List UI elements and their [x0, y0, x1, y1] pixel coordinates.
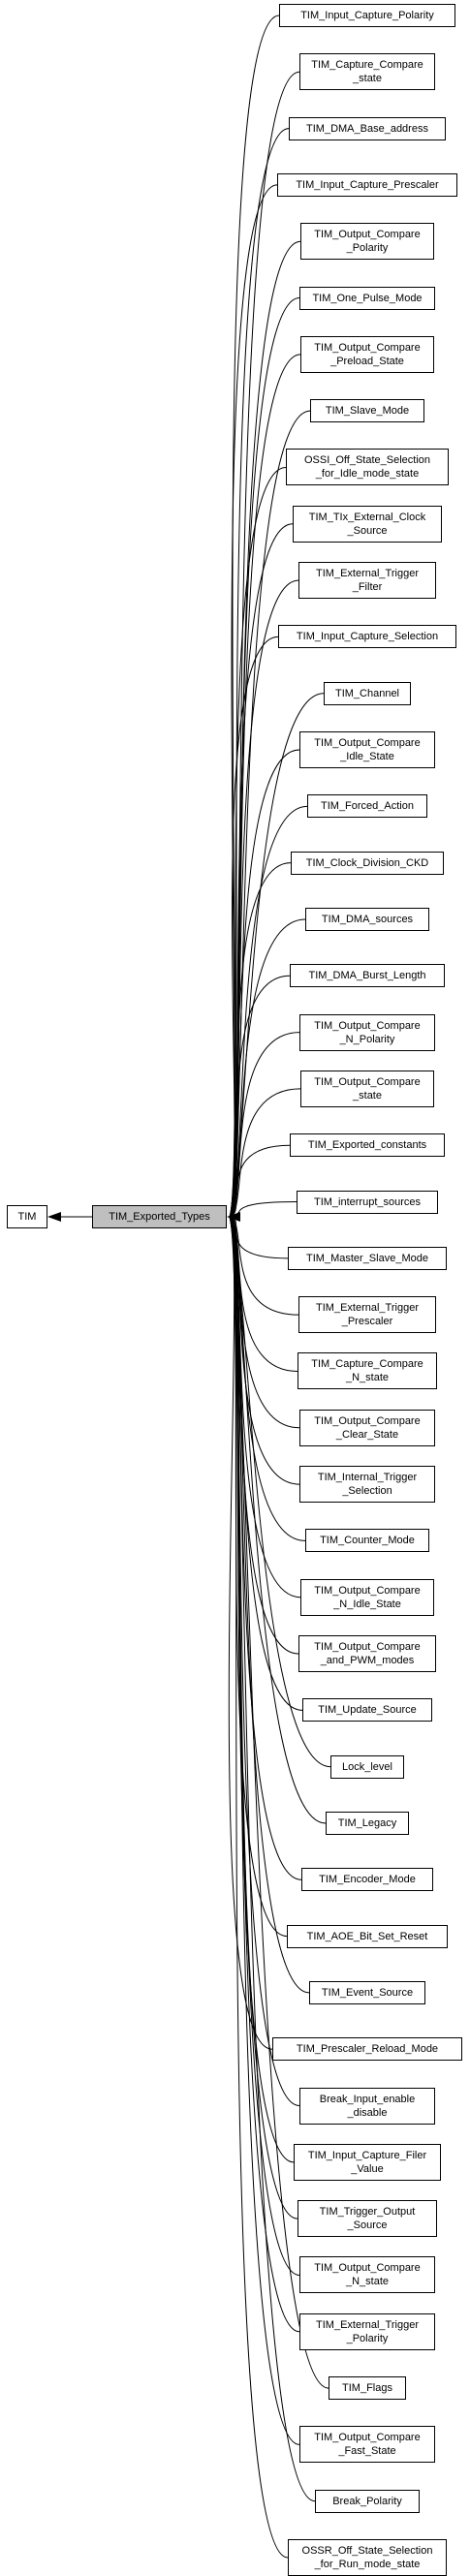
child-edge — [229, 1216, 299, 1316]
child-node[interactable]: TIM_Output_Compare _Fast_State — [299, 2426, 435, 2464]
child-edge — [229, 1216, 289, 2559]
child-node[interactable]: OSSR_Off_State_Selection _for_Run_mode_s… — [288, 2539, 447, 2576]
child-node[interactable]: TIM_Output_Compare _Preload_State — [300, 335, 434, 373]
node-tim-exported-types: TIM_Exported_Types — [92, 1205, 227, 1228]
child-node[interactable]: TIM_Trigger_Output _Source — [298, 2200, 437, 2238]
child-node[interactable]: TIM_Output_Compare _N_Idle_State — [300, 1578, 434, 1616]
child-node[interactable]: TIM_Output_Compare _Polarity — [300, 223, 434, 261]
child-node[interactable]: TIM_Flags — [329, 2376, 406, 2401]
child-node[interactable]: TIM_One_Pulse_Mode — [299, 286, 435, 310]
child-node[interactable]: TIM_Update_Source — [302, 1698, 432, 1723]
child-node[interactable]: TIM_DMA_sources — [305, 907, 429, 931]
child-node[interactable]: TIM_Output_Compare _N_Polarity — [299, 1013, 435, 1051]
child-node[interactable]: TIM_Input_Capture_Prescaler — [277, 172, 457, 197]
child-node[interactable]: TIM_Internal_Trigger _Selection — [299, 1466, 435, 1504]
child-edge — [229, 862, 292, 1218]
child-edge — [229, 297, 300, 1218]
child-edge — [229, 1216, 331, 1768]
child-node[interactable]: TIM_Channel — [324, 681, 411, 705]
arrowhead-to-center — [227, 1212, 240, 1222]
child-node[interactable]: TIM_Clock_Division_CKD — [291, 851, 444, 875]
child-node[interactable]: TIM_Forced_Action — [307, 794, 427, 819]
child-node[interactable]: TIM_Prescaler_Reload_Mode — [272, 2037, 462, 2062]
child-node[interactable]: TIM_AOE_Bit_Set_Reset — [287, 1924, 448, 1948]
child-node[interactable]: Break_Polarity — [315, 2489, 420, 2513]
child-edge — [229, 1032, 300, 1218]
child-node[interactable]: TIM_Capture_Compare _N_state — [298, 1352, 437, 1390]
child-node[interactable]: TIM_Input_Capture_Selection — [278, 625, 456, 649]
child-node[interactable]: TIM_External_Trigger _Filter — [298, 562, 436, 600]
child-node[interactable]: TIM_Master_Slave_Mode — [288, 1246, 447, 1270]
child-edge — [229, 1216, 300, 2445]
child-node[interactable]: TIM_interrupt_sources — [297, 1190, 438, 1214]
child-edge — [229, 1144, 291, 1218]
child-node[interactable]: TIM_External_Trigger _Polarity — [299, 2312, 435, 2350]
child-edge — [229, 523, 294, 1218]
child-node[interactable]: TIM_External_Trigger _Prescaler — [298, 1296, 436, 1334]
child-node[interactable]: TIM_Encoder_Mode — [301, 1868, 433, 1892]
child-node[interactable]: TIM_Output_Compare _N_state — [299, 2256, 435, 2294]
child-edge — [229, 975, 291, 1218]
child-node[interactable]: TIM_Input_Capture_Polarity — [279, 4, 455, 27]
child-node[interactable]: TIM_Output_Compare _Clear_State — [299, 1409, 435, 1446]
child-edge — [229, 1216, 329, 2389]
child-node[interactable]: TIM_Capture_Compare _state — [299, 53, 435, 91]
child-node[interactable]: TIM_Input_Capture_Filer _Value — [294, 2143, 441, 2181]
node-tim[interactable]: TIM — [7, 1205, 47, 1228]
child-node[interactable]: TIM_Output_Compare _Idle_State — [299, 731, 435, 769]
child-edge — [229, 1216, 327, 1824]
child-node[interactable]: TIM_TIx_External_Clock _Source — [293, 505, 442, 543]
child-edge — [229, 579, 299, 1218]
child-edge — [229, 1088, 301, 1218]
child-node[interactable]: TIM_DMA_Base_address — [289, 116, 446, 140]
child-node[interactable]: TIM_Exported_constants — [290, 1133, 445, 1158]
child-edge — [229, 1216, 298, 1372]
child-node[interactable]: TIM_Counter_Mode — [305, 1529, 429, 1553]
child-edge — [229, 636, 279, 1218]
child-node[interactable]: TIM_DMA_Burst_Length — [290, 964, 445, 988]
child-node[interactable]: OSSI_Off_State_Selection _for_Idle_mode_… — [286, 449, 449, 486]
child-node[interactable]: TIM_Legacy — [326, 1811, 409, 1835]
child-edge — [229, 1216, 316, 2502]
child-node[interactable]: TIM_Output_Compare _state — [300, 1070, 434, 1107]
child-edge — [229, 1216, 310, 1994]
child-node[interactable]: Break_Input_enable _disable — [299, 2087, 435, 2125]
arrowhead-to-parent — [47, 1212, 61, 1222]
child-node[interactable]: Lock_level — [330, 1754, 404, 1779]
child-node[interactable]: TIM_Event_Source — [309, 1980, 425, 2004]
child-node[interactable]: TIM_Output_Compare _and_PWM_modes — [298, 1635, 436, 1673]
child-node[interactable]: TIM_Slave_Mode — [310, 399, 424, 423]
